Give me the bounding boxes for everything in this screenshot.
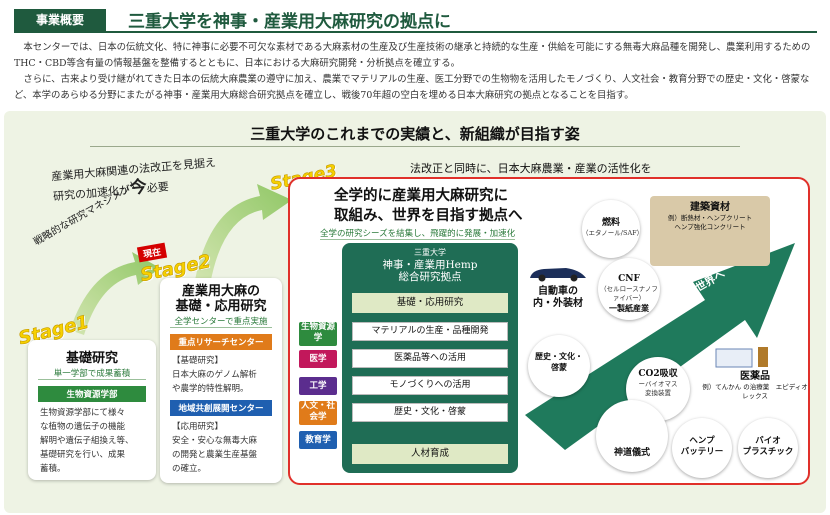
- car-label-1: 自動車の: [538, 286, 578, 297]
- stage3-heading-1: 全学的に産業用大麻研究に: [334, 187, 508, 204]
- app-history: 歴史・文化・ 啓蒙: [528, 335, 590, 397]
- legal-revision-heading: 法改正と同時に、日本大麻農業・産業の活性化を: [410, 162, 652, 175]
- app-fuel: 燃料 （エタノール/SAF）: [582, 200, 644, 258]
- stage1-arrow: [70, 252, 160, 335]
- stage1-body-3: 解明や遺伝子組換え等、: [40, 436, 134, 446]
- intro-paragraph-1: 本センターでは、日本の伝統文化、特に神事に必要不可欠な素材である大麻素材の生産及…: [14, 42, 811, 69]
- battery-label-1: ヘンプ: [689, 436, 715, 446]
- stage2-title-2: 基礎・応用研究: [175, 299, 267, 314]
- stage1-subtitle: 単一学部で成果蓄積: [38, 367, 146, 380]
- stage2-body2-3: の開発と農業生産基盤: [172, 450, 258, 460]
- stage2-body2-1: 【応用研究】: [172, 422, 224, 432]
- bioplastic-label-1: バイオ: [755, 436, 781, 446]
- section-tag: 事業概要: [14, 9, 106, 31]
- medicine-sub: 例）てんかん の治療薬 エピディオレックス: [702, 383, 808, 400]
- work-manufacturing: モノづくりへの活用: [352, 376, 508, 395]
- medicine-box-icon: [715, 347, 768, 368]
- work-medicine: 医薬品等への活用: [352, 349, 508, 368]
- stage1-body-4: 基礎研究を行い、成果: [40, 450, 126, 460]
- history-label-2: 啓蒙: [551, 362, 567, 372]
- shinto-label: 神道儀式: [613, 448, 650, 458]
- app-car: 自動車の 内・外装材: [526, 262, 590, 310]
- hub-title: 三重大学 神事・産業用Hemp 総合研究拠点: [342, 247, 518, 283]
- discipline-engineering: 工学: [299, 377, 337, 395]
- stage3-subtitle: 全学の研究シーズを結集し、飛躍的に発展・加速化: [320, 229, 516, 240]
- stage1-body-5: 蓄積。: [40, 464, 66, 474]
- stage1-body-1: 生物資源学部にて様々: [40, 408, 126, 418]
- basic-applied-research: 基礎・応用研究: [352, 293, 508, 313]
- stage2-body2-4: の確立。: [172, 464, 207, 474]
- stage2-title-1: 産業用大麻の: [181, 284, 260, 299]
- cnf-label: CNF: [618, 274, 640, 284]
- history-label-1: 歴史・文化・: [535, 351, 583, 361]
- hub-title-1: 神事・産業用Hemp: [382, 259, 478, 271]
- building-label: 建築資材: [690, 202, 730, 213]
- stage1-card: 基礎研究 単一学部で成果蓄積 生物資源学部 生物資源学部にて様々 な植物の遺伝子…: [28, 340, 156, 480]
- header-divider: [14, 31, 817, 33]
- app-bioplastic: バイオ プラスチック: [738, 418, 798, 478]
- battery-label-2: バッテリー: [680, 447, 724, 457]
- co2-label: CO2吸収: [638, 369, 678, 379]
- stage2-arrow: [195, 184, 292, 285]
- discipline-medicine: 医学: [299, 350, 337, 368]
- app-medicine: 医薬品 例）てんかん の治療薬 エピディオレックス: [700, 345, 810, 411]
- stage2-body1-3: や農学的特性解明。: [172, 384, 249, 394]
- research-center-badge: 重点リサーチセンター: [170, 334, 272, 350]
- app-building: 建築資材 例）断熱材・ヘンプクリート ヘンプ強化コンクリート: [650, 196, 770, 266]
- stage3-heading-2: 取組み、世界を目指す拠点へ: [334, 207, 523, 224]
- fuel-sub: （エタノール/SAF）: [582, 229, 644, 237]
- car-icon: [530, 268, 586, 282]
- app-cnf: CNF （セルロースナノファイバー） 一製紙産業: [598, 258, 660, 320]
- discipline-education: 教育学: [299, 431, 337, 449]
- world-arrow-body: [525, 243, 795, 450]
- discipline-bio: 生物資源学: [299, 322, 337, 346]
- app-shinto: 神道儀式: [596, 400, 668, 472]
- work-material: マテリアルの生産・品種開発: [352, 322, 508, 341]
- intro-paragraph-2: さらに、古来より受け継がれてきた日本の伝統大麻農業の遵守に加え、農業でマテリアル…: [14, 74, 810, 101]
- cnf-label-2: 一製紙産業: [609, 303, 649, 313]
- hub-university: 三重大学: [414, 248, 446, 257]
- building-sub-1: 例）断熱材・ヘンプクリート: [667, 214, 753, 222]
- page-title: 三重大学を神事・産業用大麻研究の拠点に: [128, 12, 451, 32]
- panel-title-underline: [90, 146, 740, 147]
- work-history: 歴史・文化・啓蒙: [352, 403, 508, 422]
- human-resources: 人材育成: [352, 444, 508, 464]
- discipline-humanities: 人文・社会学: [299, 401, 337, 425]
- fuel-label: 燃料: [601, 218, 620, 228]
- building-sub-2: ヘンプ強化コンクリート: [674, 223, 746, 231]
- intro-text: 本センターでは、日本の伝統文化、特に神事に必要不可欠な素材である大麻素材の生産及…: [14, 40, 814, 104]
- co2-sub-2: 変換装置: [645, 389, 671, 397]
- car-label-2: 内・外装材: [533, 298, 583, 309]
- app-battery: ヘンプ バッテリー: [672, 418, 732, 478]
- hub-title-2: 総合研究拠点: [398, 271, 462, 283]
- stage2-body1-1: 【基礎研究】: [172, 356, 224, 366]
- stage1-faculty-badge: 生物資源学部: [38, 386, 146, 402]
- stage3-heading: 全学的に産業用大麻研究に 取組み、世界を目指す拠点へ: [334, 186, 523, 226]
- stage2-body1-2: 日本大麻のゲノム解析: [172, 370, 257, 380]
- stage2-subtitle: 全学センターで重点実施: [170, 315, 272, 328]
- stage1-body-2: な植物の遺伝子の機能: [40, 422, 126, 432]
- cnf-sub: （セルロースナノファイバー）: [600, 285, 658, 302]
- regional-center-badge: 地域共創展開センター: [170, 400, 272, 416]
- stage2-card: 産業用大麻の 基礎・応用研究 全学センターで重点実施 重点リサーチセンター 【基…: [160, 278, 282, 483]
- panel-title: 三重大学のこれまでの実績と、新組織が目指す姿: [250, 125, 580, 143]
- medicine-label: 医薬品: [740, 371, 770, 382]
- stage1-title: 基礎研究: [65, 351, 118, 366]
- stage2-body2-2: 安全・安心な無毒大麻: [172, 436, 258, 446]
- co2-sub-1: ーバイオマス: [638, 380, 678, 388]
- bioplastic-label-2: プラスチック: [742, 447, 794, 457]
